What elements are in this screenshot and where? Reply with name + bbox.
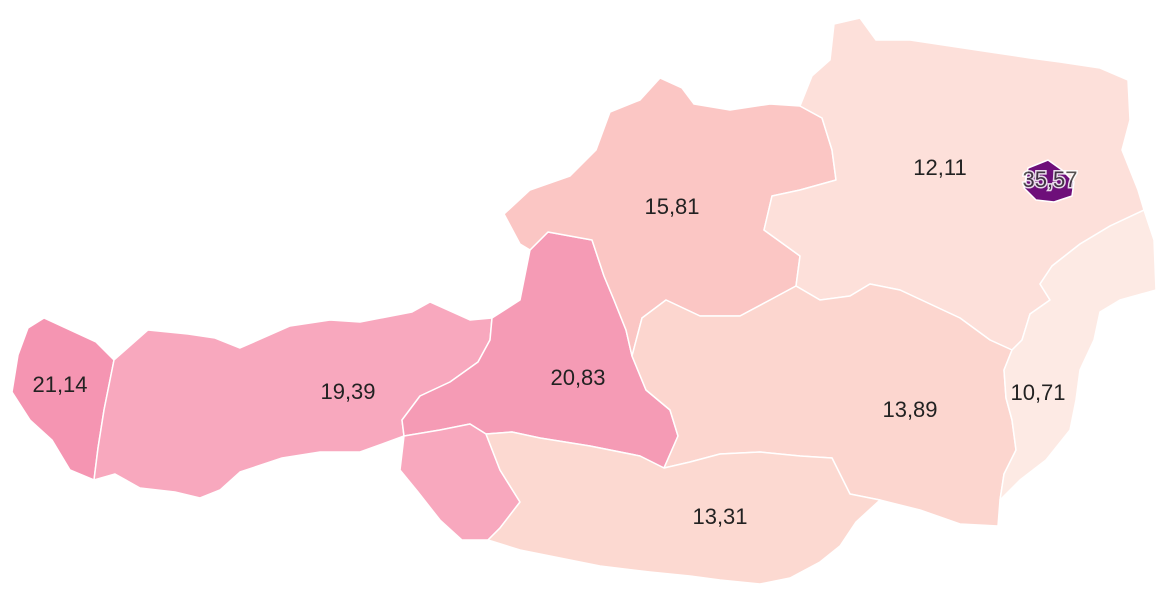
region-kaernten[interactable] bbox=[485, 431, 881, 585]
label-burgenland: 10,71 bbox=[1010, 380, 1065, 405]
label-tirol: 19,39 bbox=[320, 379, 375, 404]
label-steiermark: 13,89 bbox=[882, 397, 937, 422]
label-wien: 35,57 bbox=[1022, 167, 1077, 192]
region-wien[interactable] bbox=[1023, 159, 1075, 203]
label-niederoesterreich: 12,11 bbox=[913, 155, 966, 180]
label-vorarlberg: 21,14 bbox=[32, 372, 87, 397]
label-oberoesterreich: 15,81 bbox=[644, 194, 699, 219]
region-burgenland[interactable] bbox=[999, 209, 1157, 501]
label-kaernten: 13,31 bbox=[692, 504, 747, 529]
label-salzburg: 20,83 bbox=[550, 365, 605, 390]
